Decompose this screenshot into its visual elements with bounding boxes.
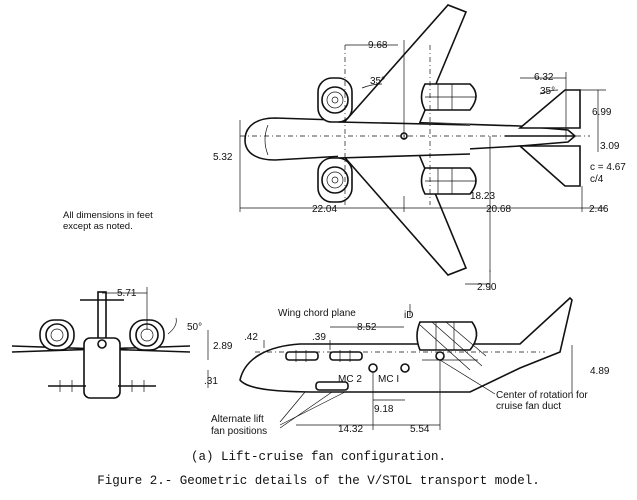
label-wing-chord-plane: Wing chord plane <box>278 308 356 319</box>
dim-engine-span: 18.23 <box>470 191 495 202</box>
dim-tail-root-offset: 3.09 <box>600 141 620 152</box>
front-view: 5.71 50° 2.89 .31 <box>11 287 233 399</box>
dim-mc-spacing: 8.52 <box>357 322 377 333</box>
top-view: 9.68 35° 6.32 35° 6.99 3.09 c = 4.67 c/4… <box>213 4 626 293</box>
figure-caption: Figure 2.- Geometric details of the V/ST… <box>97 474 540 488</box>
dim-tail-le-station: 6.32 <box>534 72 554 83</box>
dim-wing-le-station: 9.68 <box>368 40 388 51</box>
label-center-rotation-2: cruise fan duct <box>496 401 561 412</box>
subfigure-caption: (a) Lift-cruise fan configuration. <box>190 450 447 464</box>
units-note-line2: except as noted. <box>63 221 133 232</box>
dim-tail-extension: 2.46 <box>589 204 609 215</box>
top-cruise-fan-lower <box>420 167 477 195</box>
side-lift-fans <box>285 350 363 391</box>
label-alt-lift-1: Alternate lift <box>211 414 264 425</box>
front-lift-fan-left <box>39 319 75 351</box>
dim-mc-to-pivot: 5.54 <box>410 424 430 435</box>
dim-fan-height: 2.89 <box>213 341 233 352</box>
dim-nose-height: .42 <box>244 332 258 343</box>
dim-tail-span-half: 6.99 <box>592 107 612 118</box>
units-note: All dimensions in feet except as noted. <box>63 210 153 232</box>
dim-wing-sweep: 35° <box>370 76 385 87</box>
label-center-rotation-1: Center of rotation for <box>496 390 588 401</box>
front-fuselage <box>83 337 121 399</box>
units-note-line1: All dimensions in feet <box>63 210 153 221</box>
label-mc1: MC I <box>378 374 399 385</box>
dim-tail-chord: c = 4.67 <box>590 162 626 173</box>
dim-fan-offset: .39 <box>312 332 326 343</box>
top-tail-lower <box>517 145 581 187</box>
dim-fuselage-width: 5.32 <box>213 152 233 163</box>
label-incidence: iD <box>404 310 413 321</box>
dim-pod-offset: .31 <box>204 376 218 387</box>
label-alt-lift-2: fan positions <box>211 426 267 437</box>
side-cruise-fan <box>416 321 487 371</box>
dim-fan-angle: 50° <box>187 322 202 333</box>
dim-nose-to-mc: 14.32 <box>338 424 363 435</box>
dim-fan-spacing: 5.71 <box>117 288 137 299</box>
top-lift-fan-lower <box>317 157 353 203</box>
top-canopy <box>264 124 269 156</box>
side-view: Wing chord plane iD MC 2 MC I Center of … <box>211 296 610 437</box>
dim-quarter-chord: c/4 <box>590 174 604 185</box>
dim-wing-tip-offset: 2.90 <box>477 282 497 293</box>
top-lift-fan-upper <box>317 77 353 123</box>
dim-tail-height: 4.89 <box>590 366 610 377</box>
label-mc2: MC 2 <box>338 374 362 385</box>
dim-wing-to-tail: 20.68 <box>486 204 511 215</box>
dim-mc-to-fan: 9.18 <box>374 404 394 415</box>
dim-tail-sweep: 35° <box>540 86 555 97</box>
top-cruise-fan-upper <box>420 83 477 111</box>
side-fuselage <box>239 296 573 393</box>
dim-nose-to-wing: 22.04 <box>312 204 337 215</box>
